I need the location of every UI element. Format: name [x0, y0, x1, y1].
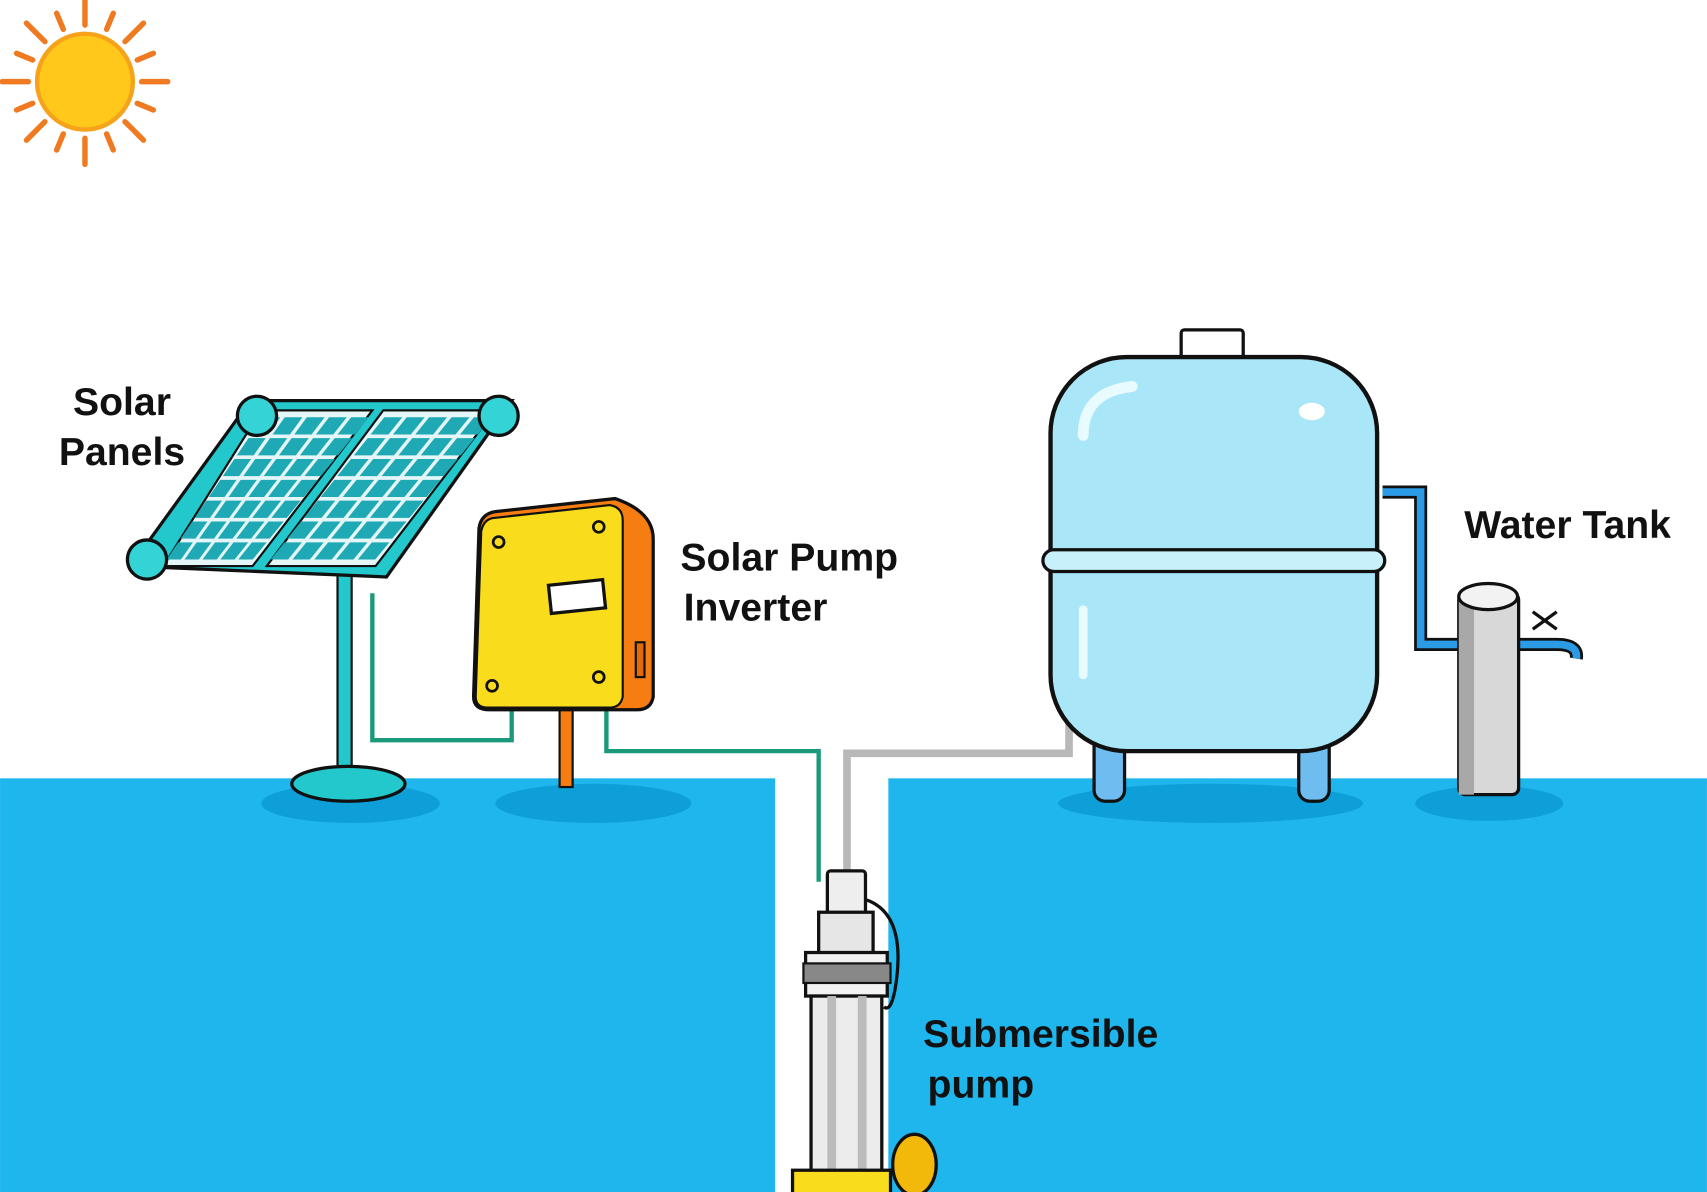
solar-cell: [391, 500, 424, 518]
solar-cell: [270, 542, 302, 560]
solar-cell: [284, 458, 314, 477]
solar-cell: [386, 479, 419, 498]
sun-ray: [134, 50, 157, 63]
sun-ray: [53, 10, 67, 33]
solar-cell: [213, 500, 242, 518]
sun-ray: [23, 118, 48, 143]
solar-cell: [166, 542, 193, 560]
solar-cell: [357, 542, 390, 560]
solar-cell: [236, 521, 265, 539]
solar-cell: [403, 458, 436, 477]
pump-to-tank-pipe: [843, 718, 1073, 871]
panel-to-inverter-wire: [370, 593, 514, 743]
solar-cell: [268, 479, 298, 498]
inverter-label: Solar Pump: [680, 536, 898, 579]
solar-panel-array: [125, 394, 520, 803]
solar-cell: [217, 521, 246, 539]
solar-cell: [272, 417, 303, 435]
solar-cell: [233, 500, 262, 518]
ground: [0, 778, 1707, 1192]
water-tap-post: [1457, 581, 1558, 797]
sun-ray: [103, 131, 117, 153]
solar-cell: [352, 521, 385, 539]
solar-cell: [220, 542, 249, 560]
inverter-display: [546, 577, 608, 616]
solar-cell: [353, 438, 386, 456]
solar-cell: [254, 521, 284, 539]
solar-cell: [442, 438, 475, 456]
solar-cell: [236, 438, 266, 456]
solar-cell: [228, 479, 257, 498]
solar-cell: [257, 438, 288, 456]
sun-ray: [13, 50, 36, 63]
solar-cell: [243, 458, 273, 477]
solar-cell: [294, 417, 325, 435]
solar-cell: [392, 417, 425, 435]
solar-cell: [364, 479, 397, 498]
solar-cell: [252, 500, 282, 518]
solar-cell: [425, 458, 458, 477]
solar-cell: [180, 521, 208, 539]
water-tank-label: Water Tank: [1464, 504, 1671, 547]
solar-cell: [336, 542, 368, 560]
solar-cell: [420, 438, 453, 456]
sun-ray: [122, 118, 147, 143]
solar-cell: [315, 417, 347, 435]
solar-cell: [263, 458, 294, 477]
solar-cell: [376, 438, 408, 456]
solar-panels-label-2: Panels: [59, 431, 185, 474]
solar-cell: [342, 479, 375, 498]
solar-cell: [369, 500, 402, 518]
solar-cell: [309, 521, 341, 539]
solar-cell: [303, 500, 336, 518]
pump-label-2: pump: [928, 1063, 1035, 1106]
submersible-pump: [790, 869, 938, 1192]
solar-cell: [202, 542, 230, 560]
solar-cell: [359, 458, 392, 477]
solar-cell: [347, 500, 380, 518]
solar-cell: [381, 458, 414, 477]
solar-cell: [278, 438, 309, 456]
solar-cell: [238, 542, 267, 560]
solar-cell: [370, 417, 403, 435]
solar-cell: [292, 542, 324, 560]
solar-cell: [194, 500, 223, 518]
solar-cell: [314, 542, 346, 560]
solar-cell: [299, 438, 331, 456]
solar-cell: [320, 479, 353, 498]
sun-ray: [13, 100, 36, 113]
solar-cell: [208, 479, 237, 498]
solar-cell: [374, 521, 407, 539]
solar-cell: [248, 479, 278, 498]
sun-ray: [23, 20, 48, 45]
solar-cell: [222, 458, 252, 477]
solar-cell: [408, 479, 441, 498]
sun-icon: [0, 0, 171, 168]
solar-cell: [287, 479, 318, 498]
solar-panels-label: Solar: [73, 381, 171, 424]
solar-cell: [337, 417, 369, 435]
sun-ray: [122, 20, 147, 45]
solar-cell: [199, 521, 227, 539]
solar-cell: [321, 438, 352, 456]
solar-pump-inverter: [471, 496, 655, 789]
solar-cell: [415, 417, 448, 435]
solar-cell: [325, 500, 358, 518]
solar-cell: [287, 521, 319, 539]
solar-cell: [331, 521, 363, 539]
sun-ray: [134, 100, 157, 113]
inverter-to-pump-wire: [604, 707, 821, 882]
solar-cell: [304, 458, 335, 477]
solar-cell: [271, 500, 301, 518]
solar-cell: [398, 438, 431, 456]
inverter-label-2: Inverter: [684, 586, 828, 629]
pump-label: Submersible: [923, 1013, 1158, 1056]
sun-ray: [103, 10, 117, 33]
water-tank: [1041, 328, 1584, 803]
solar-cell: [337, 458, 369, 477]
solar-cell: [184, 542, 212, 560]
solar-cell: [437, 417, 470, 435]
sun-ray: [53, 131, 67, 153]
